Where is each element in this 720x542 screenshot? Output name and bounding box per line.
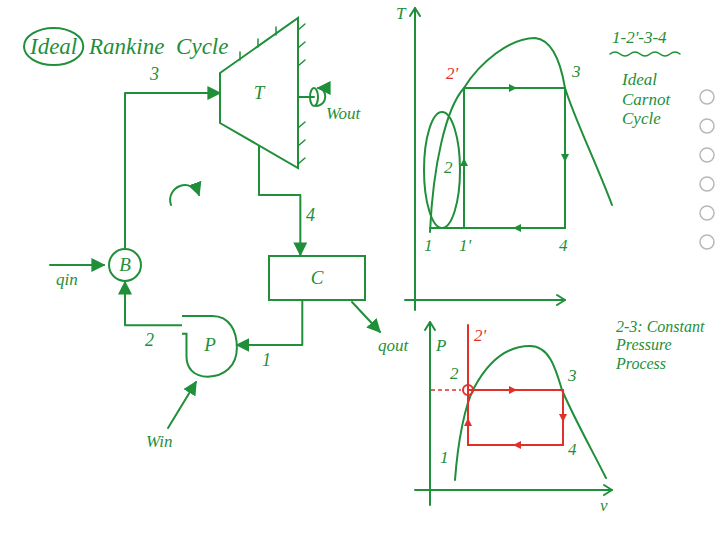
state-number: 2 — [450, 364, 459, 384]
pressure-axis — [429, 322, 431, 505]
node-letter: T — [254, 82, 265, 104]
state-number: 2' — [474, 326, 486, 346]
state-number: 4 — [568, 440, 577, 460]
heat-in-arrow — [50, 264, 104, 266]
axis-label: P — [436, 336, 446, 356]
work-label: Wout — [326, 104, 360, 124]
wavy-underline — [610, 52, 680, 56]
pipe-connector — [125, 93, 220, 248]
saturation-dome — [455, 346, 606, 480]
process-note: 2-3: Constant Pressure Process — [616, 318, 714, 373]
process-line — [430, 227, 565, 229]
heat-out-arrow — [352, 302, 380, 332]
heat-label: qout — [378, 336, 408, 356]
axis-arrowhead — [557, 295, 565, 305]
turbine-symbol: T — [220, 18, 298, 168]
heat-label: qin — [56, 270, 78, 290]
axis-label: T — [396, 4, 405, 24]
state-number: 2 — [444, 158, 453, 178]
work-label: Win — [146, 432, 172, 452]
state-number: 2' — [446, 64, 458, 84]
state-number: 1 — [424, 236, 433, 256]
direction-arrowheads — [460, 84, 569, 232]
work-in-arrow — [168, 382, 196, 428]
boiler-circle-shape — [109, 249, 141, 281]
cycle-note: 1-2'-3-4 — [612, 28, 667, 48]
cycle-direction-arrow — [170, 185, 199, 205]
toolbar-icons — [700, 90, 714, 249]
state-number: 1 — [440, 448, 449, 468]
state-number: 1 — [262, 350, 271, 371]
pipe-connector — [259, 146, 300, 256]
turbine-symbol-shape — [220, 18, 298, 168]
red-cycle — [463, 325, 563, 445]
axis-arrowhead — [425, 322, 435, 330]
node-letter: B — [119, 254, 131, 276]
highlight-ellipse — [424, 112, 460, 228]
state-number: 3 — [568, 366, 577, 386]
axis-label: v — [600, 496, 608, 516]
state-number: 3 — [572, 62, 581, 82]
boiler-circle: B — [108, 248, 142, 282]
state-number: 4 — [306, 205, 315, 226]
axis-arrowhead — [604, 485, 612, 495]
temperature-axis — [414, 8, 416, 310]
entropy-axis — [405, 299, 565, 301]
pump-symbol: P — [182, 312, 238, 378]
diagram-title: Ideal Rankine Cycle — [30, 34, 228, 60]
direction-arrowheads — [464, 386, 567, 449]
turbine-shaft — [298, 96, 314, 98]
dashed-guide — [431, 389, 461, 391]
state-number: 2 — [145, 330, 154, 351]
node-letter: P — [204, 334, 216, 356]
pump-symbol-shape — [182, 316, 237, 377]
turbine-hatching — [240, 24, 305, 164]
shaft-coupling — [310, 88, 318, 106]
state-number: 1' — [459, 236, 471, 256]
work-out-arrow — [316, 88, 325, 106]
cycle-note: Ideal Carnot Cycle — [622, 70, 694, 129]
volume-axis — [415, 489, 612, 491]
pipe-connector — [125, 282, 182, 325]
condenser-box: C — [268, 255, 366, 301]
pipe-connector — [237, 301, 302, 345]
state-number: 4 — [559, 236, 568, 256]
axis-arrowhead — [410, 8, 420, 16]
state-number: 3 — [150, 64, 159, 85]
node-letter: C — [311, 267, 324, 289]
